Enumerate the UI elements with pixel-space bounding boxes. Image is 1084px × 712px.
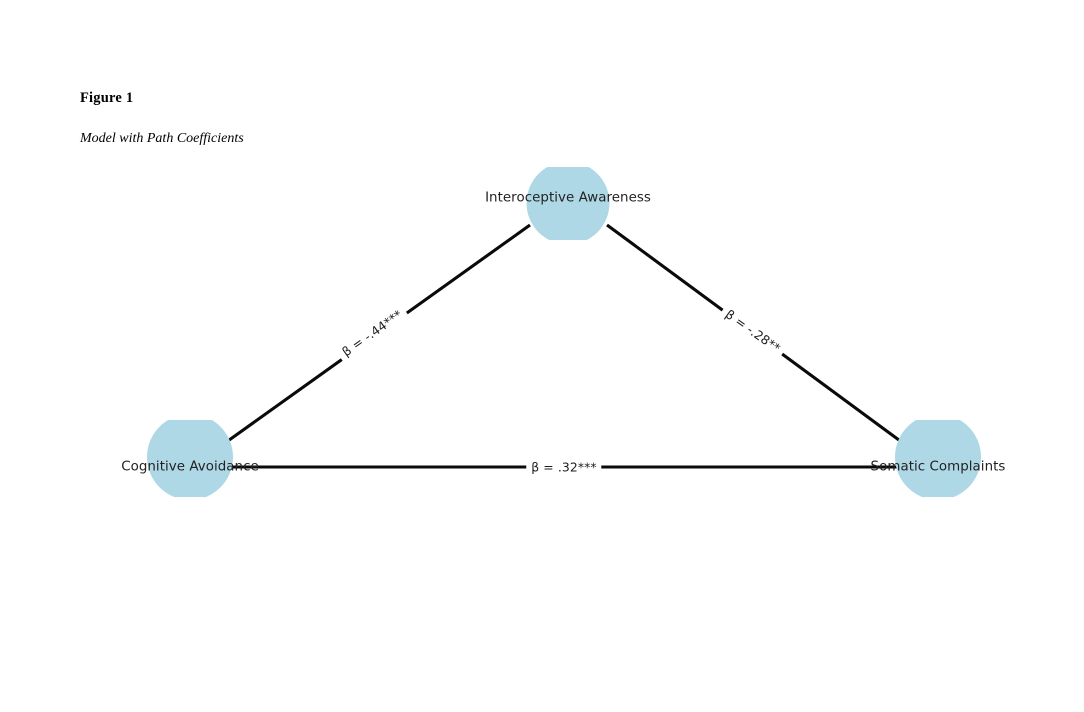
node-shape-somatic-complaints[interactable] bbox=[895, 414, 981, 500]
edge-group bbox=[190, 223, 938, 469]
edge-label-cognitive-avoidance-to-somatic-complaints: β = .32*** bbox=[526, 458, 602, 476]
node-shape-group bbox=[147, 162, 981, 500]
figure-title: Model with Path Coefficients bbox=[80, 131, 244, 147]
node-label-cognitive-avoidance: Cognitive Avoidance bbox=[121, 459, 259, 475]
node-label-somatic-complaints: Somatic Complaints bbox=[870, 459, 1006, 475]
figure-number: Figure 1 bbox=[80, 90, 134, 106]
node-shape-cognitive-avoidance[interactable] bbox=[147, 414, 233, 500]
node-shape-interoceptive-awareness[interactable] bbox=[526, 162, 610, 245]
node-label-interoceptive-awareness: Interoceptive Awareness bbox=[485, 190, 651, 206]
figure-caption-block: Figure 1 Model with Path Coefficients bbox=[80, 90, 680, 148]
